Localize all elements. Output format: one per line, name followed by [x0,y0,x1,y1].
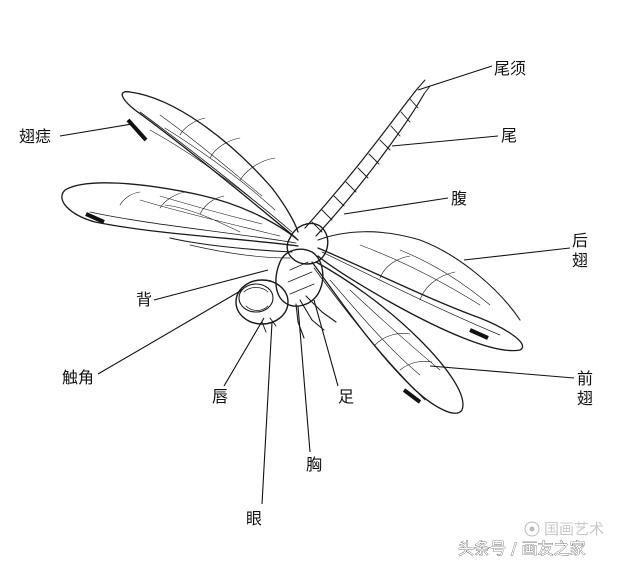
leader-qian-chi [429,365,575,379]
leader-fu [343,197,449,215]
leader-wei-xu [417,65,493,91]
label-fu: 腹 [451,189,467,208]
thorax [275,222,329,307]
leader-bei [153,269,269,301]
head [235,279,289,333]
label-wei-xu: 尾须 [494,59,526,78]
leader-zu [313,299,339,387]
label-bei: 背 [136,290,152,309]
leader-hou-chi [463,247,571,261]
watermark-logo-icon [524,521,540,537]
labels: 尾须 尾 腹 后 翅 翅痣 背 触角 唇 足 胸 前 翅 眼 [19,59,593,528]
lower-left-wing [169,237,293,259]
leader-yan [261,321,273,505]
label-chun: 唇 [212,387,228,406]
right-hind-wing [317,231,524,352]
leader-wei [391,135,499,147]
legs [295,295,337,339]
watermark: 国画艺术 头条号 / 画友之家 [458,520,604,558]
label-zu: 足 [338,387,354,406]
leader-chi-zhi [59,123,133,137]
label-qian: 前 [577,369,593,388]
label-yan: 眼 [246,509,262,528]
leader-xiong [297,305,311,453]
label-hou-chi: 翅 [572,251,588,270]
watermark-brand: 国画艺术 [544,520,604,538]
label-qian-chi: 翅 [577,389,593,408]
abdomen [304,79,431,237]
dragonfly-illustration [61,79,524,414]
watermark-source: 头条号 / 画友之家 [458,539,586,558]
label-xiong: 胸 [306,455,322,474]
label-wei: 尾 [501,126,517,145]
label-chu-jiao: 触角 [62,368,94,387]
label-chi-zhi: 翅痣 [19,127,51,146]
upper-left-wing [121,91,299,239]
right-fore-wing [311,261,464,414]
leader-chu-jiao [97,289,243,375]
leader-lines [59,65,575,505]
leader-chun [223,317,265,387]
left-fore-wing [61,182,299,247]
label-hou: 后 [572,231,588,250]
